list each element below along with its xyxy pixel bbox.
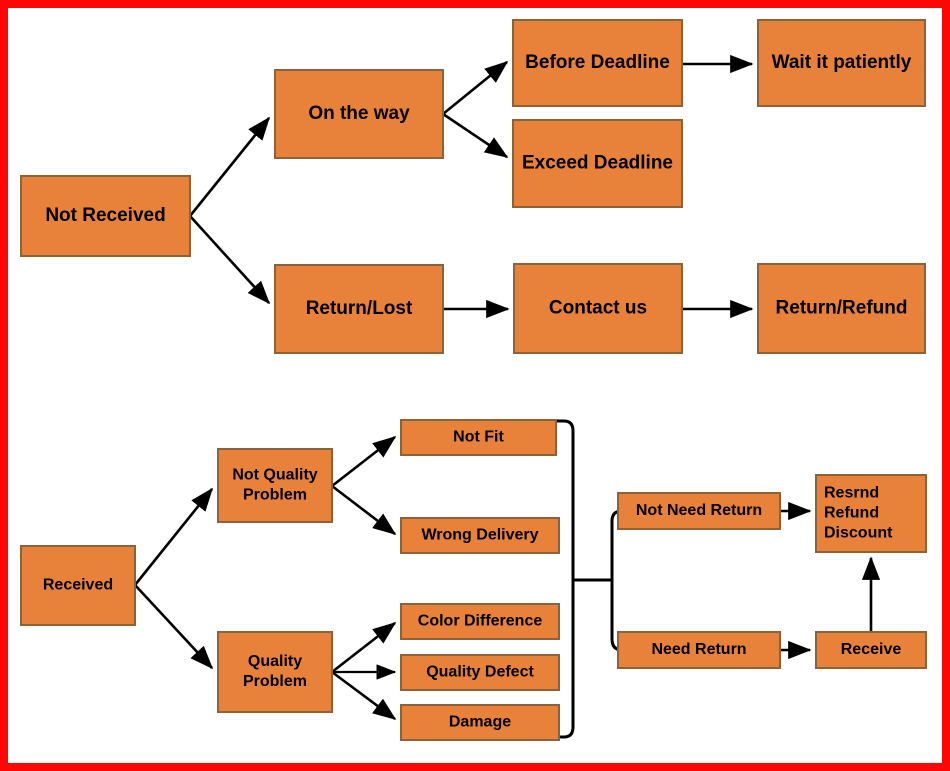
node-label-resrnd-refund: Refund xyxy=(824,505,879,522)
node-box-exceed-deadline[interactable] xyxy=(512,119,683,208)
node-label-quality-problem: Quality xyxy=(248,653,302,670)
edge-received-to-not-quality xyxy=(133,487,214,586)
edge-not-received-to-on-the-way xyxy=(188,116,271,217)
node-box-contact-us[interactable] xyxy=(513,263,683,354)
node-box-damage[interactable] xyxy=(400,704,560,741)
node-quality-defect[interactable]: Quality Defect xyxy=(400,654,560,691)
node-contact-us[interactable]: Contact us xyxy=(513,263,683,354)
node-label-damage: Damage xyxy=(449,714,511,731)
return-split-bracket xyxy=(610,509,648,652)
node-label-receive: Receive xyxy=(841,641,902,658)
node-label-exceed-deadline: Exceed Deadline xyxy=(522,153,673,174)
node-need-return[interactable]: Need Return xyxy=(617,631,781,669)
node-box-wait-patiently[interactable] xyxy=(757,19,926,107)
node-label-quality-defect: Quality Defect xyxy=(426,664,534,681)
node-box-not-fit[interactable] xyxy=(400,419,557,456)
edge-not-quality-to-not-fit xyxy=(331,435,397,488)
edge-on-the-way-to-exceed-deadline xyxy=(442,112,509,159)
edge-not-quality-to-wrong-delivery xyxy=(331,484,397,536)
node-label-contact-us: Contact us xyxy=(549,298,647,319)
node-label-wrong-delivery: Wrong Delivery xyxy=(421,527,538,544)
node-exceed-deadline[interactable]: Exceed Deadline xyxy=(512,119,683,208)
node-box-wrong-delivery[interactable] xyxy=(400,517,560,554)
node-box-before-deadline[interactable] xyxy=(512,19,683,107)
node-box-not-need-return[interactable] xyxy=(617,492,781,530)
node-color-difference[interactable]: Color Difference xyxy=(400,603,560,640)
node-not-fit[interactable]: Not Fit xyxy=(400,419,557,456)
edge-quality-problem-to-color-difference xyxy=(331,621,397,674)
node-on-the-way[interactable]: On the way xyxy=(274,69,444,159)
node-label-return-lost: Return/Lost xyxy=(306,298,413,319)
connector-layer xyxy=(133,54,881,739)
node-label-before-deadline: Before Deadline xyxy=(525,52,670,73)
node-received[interactable]: Received xyxy=(20,545,136,626)
node-label-on-the-way: On the way xyxy=(308,103,410,124)
node-label-not-need-return: Not Need Return xyxy=(636,502,762,519)
node-wrong-delivery[interactable]: Wrong Delivery xyxy=(400,517,560,554)
node-label-need-return: Need Return xyxy=(651,641,746,658)
node-layer: Not Received On the way Before Deadline Wai… xyxy=(20,19,927,741)
node-label-quality-problem: Problem xyxy=(243,673,307,690)
node-receive[interactable]: Receive xyxy=(815,631,927,669)
node-box-need-return[interactable] xyxy=(617,631,781,669)
node-box-quality-problem[interactable] xyxy=(217,631,333,713)
node-label-wait-patiently: Wait it patiently xyxy=(772,52,912,73)
node-label-not-fit: Not Fit xyxy=(453,429,504,446)
node-wait-patiently[interactable]: Wait it patiently xyxy=(757,19,926,107)
node-box-not-quality[interactable] xyxy=(217,448,333,523)
node-box-not-received[interactable] xyxy=(20,175,191,257)
node-label-color-difference: Color Difference xyxy=(418,613,543,630)
node-box-receive[interactable] xyxy=(815,631,927,669)
node-box-received[interactable] xyxy=(20,545,136,626)
node-label-not-received: Not Received xyxy=(45,205,165,226)
node-not-received[interactable]: Not Received xyxy=(20,175,191,257)
edge-received-to-quality-problem xyxy=(134,584,214,670)
node-label-not-quality: Problem xyxy=(243,487,307,504)
node-box-resrnd-refund[interactable] xyxy=(815,474,927,553)
edge-quality-problem-to-damage xyxy=(331,670,397,721)
node-return-lost[interactable]: Return/Lost xyxy=(274,264,444,354)
node-box-on-the-way[interactable] xyxy=(274,69,444,159)
node-label-resrnd-refund: Discount xyxy=(824,525,893,542)
node-label-return-refund: Return/Refund xyxy=(776,298,908,319)
node-box-return-refund[interactable] xyxy=(757,263,926,354)
node-box-return-lost[interactable] xyxy=(274,264,444,354)
node-box-color-difference[interactable] xyxy=(400,603,560,640)
node-label-resrnd-refund: Resrnd xyxy=(824,485,879,502)
node-box-quality-defect[interactable] xyxy=(400,654,560,691)
node-label-received: Received xyxy=(43,577,113,594)
edge-not-received-to-return-lost xyxy=(189,215,271,305)
node-label-not-quality: Not Quality xyxy=(232,467,317,484)
node-not-need-return[interactable]: Not Need Return xyxy=(617,492,781,530)
node-damage[interactable]: Damage xyxy=(400,704,560,741)
edge-on-the-way-to-before-deadline xyxy=(442,60,509,116)
node-return-refund[interactable]: Return/Refund xyxy=(757,263,926,354)
node-before-deadline[interactable]: Before Deadline xyxy=(512,19,683,107)
